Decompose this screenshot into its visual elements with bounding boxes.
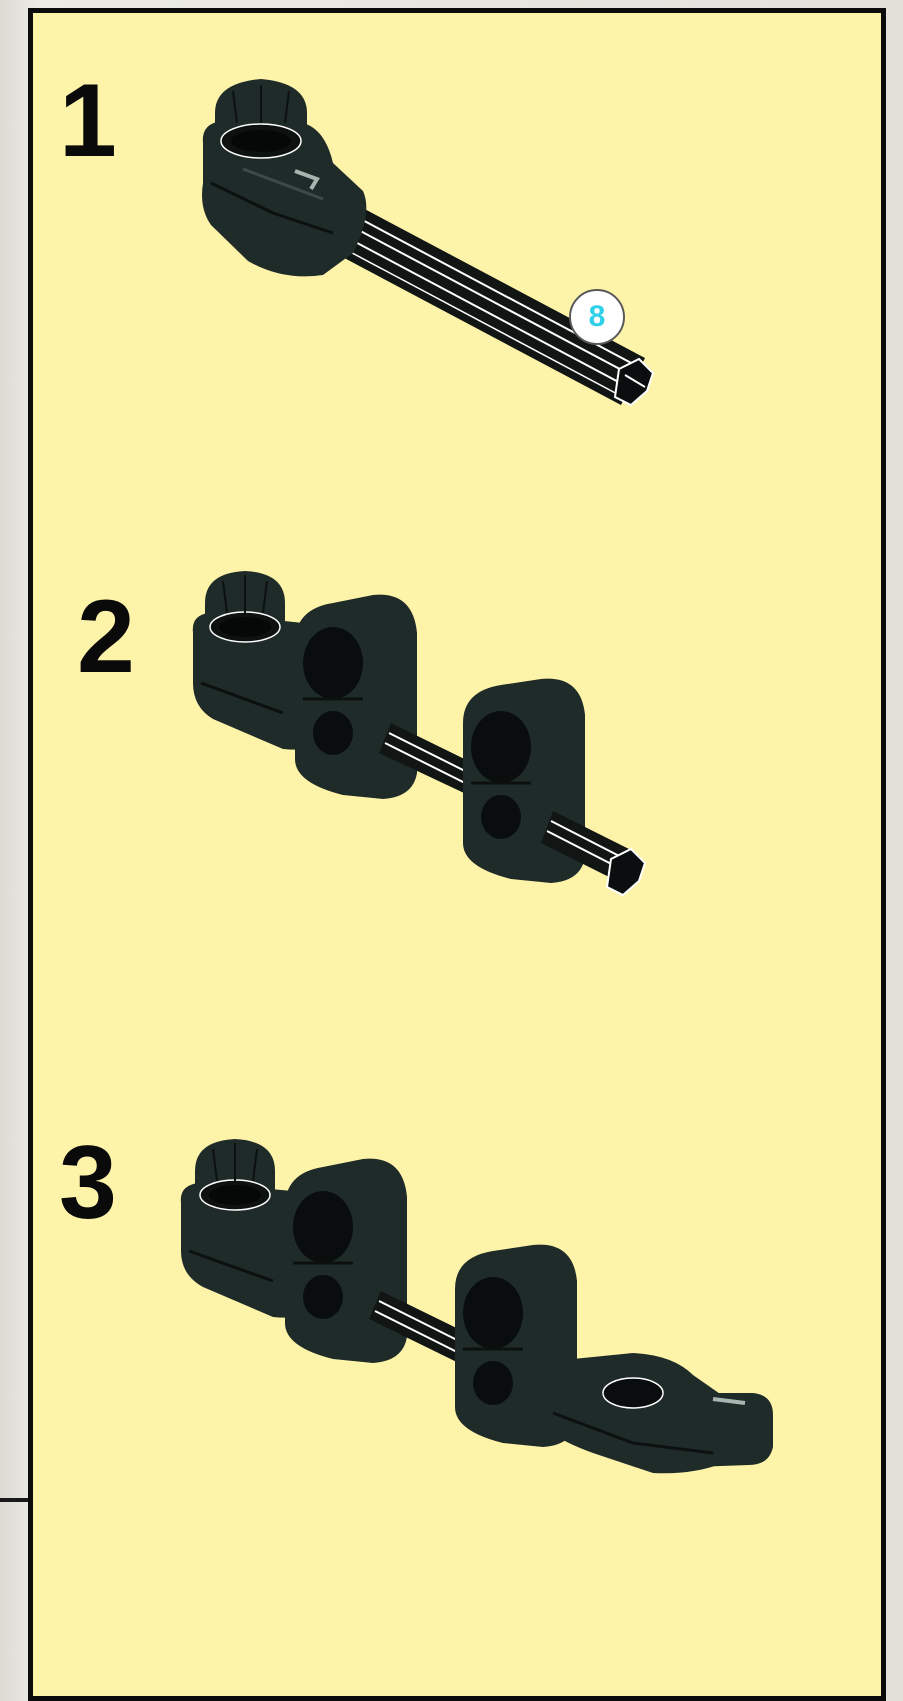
instruction-panel: 1 8 2 bbox=[28, 8, 886, 1701]
axle-assembly-with-end-connector-icon bbox=[33, 1103, 881, 1696]
step-3: 3 bbox=[33, 1103, 881, 1696]
part-quantity-badge: 8 bbox=[569, 289, 625, 345]
step-1: 1 8 bbox=[33, 13, 881, 493]
step-2: 2 bbox=[33, 533, 881, 1013]
axle-with-angled-connector-icon bbox=[33, 13, 881, 493]
axle-with-two-beam-connectors-icon bbox=[33, 533, 881, 1013]
